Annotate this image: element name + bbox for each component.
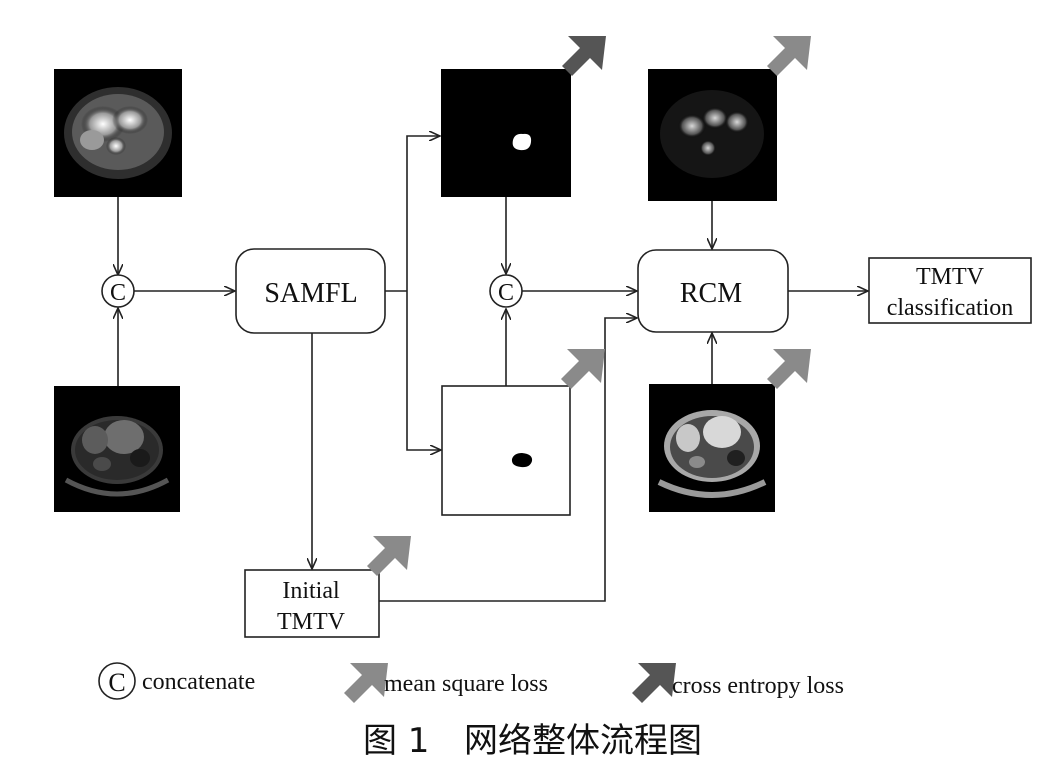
mean-square-loss-arrow-icon (367, 536, 411, 576)
output-label-line1: TMTV (916, 264, 985, 290)
inverted-mask-image (441, 385, 571, 516)
concat-node-1: C (101, 274, 135, 308)
legend-concatenate-label: concatenate (142, 669, 255, 695)
legend-concat-symbol: C (108, 668, 125, 697)
reconstructed-ct-image (649, 384, 775, 512)
concat-node-2: C (489, 274, 523, 308)
ct-input-image (54, 386, 180, 512)
concat-symbol-label: C (110, 280, 126, 306)
tmtv-classification-box: TMTV classification (868, 257, 1032, 324)
reconstructed-pet-image (648, 69, 777, 201)
samfl-box: SAMFL (235, 248, 386, 334)
legend: C concatenate mean square loss cross ent… (98, 662, 844, 703)
segmentation-mask-image (441, 69, 571, 197)
connections (118, 136, 868, 602)
rcm-box: RCM (637, 249, 789, 333)
legend-mean-square-loss-label: mean square loss (384, 671, 548, 697)
initial-label-line1: Initial (282, 578, 340, 604)
legend-concat-circle-icon (98, 662, 136, 700)
cross-entropy-loss-arrow-icon (562, 36, 606, 76)
caption-title: 网络整体流程图 (464, 721, 702, 761)
legend-cross-entropy-loss-icon (632, 663, 676, 703)
figure-caption: 图 1 网络整体流程图 (363, 721, 702, 761)
samfl-label: SAMFL (264, 278, 357, 309)
caption-number: 图 1 (363, 721, 429, 761)
mean-square-loss-arrow-icon (767, 349, 811, 389)
initial-tmtv-box: Initial TMTV (244, 569, 380, 638)
mean-square-loss-arrow-icon (767, 36, 811, 76)
concat-symbol-label: C (498, 280, 514, 306)
mean-square-loss-arrow-icon (561, 349, 605, 389)
legend-cross-entropy-loss-label: cross entropy loss (672, 673, 844, 699)
pet-input-image (54, 69, 182, 197)
legend-mean-square-loss-icon (344, 663, 388, 703)
rcm-label: RCM (680, 278, 742, 309)
output-label-line2: classification (887, 295, 1014, 321)
initial-label-line2: TMTV (277, 609, 346, 635)
